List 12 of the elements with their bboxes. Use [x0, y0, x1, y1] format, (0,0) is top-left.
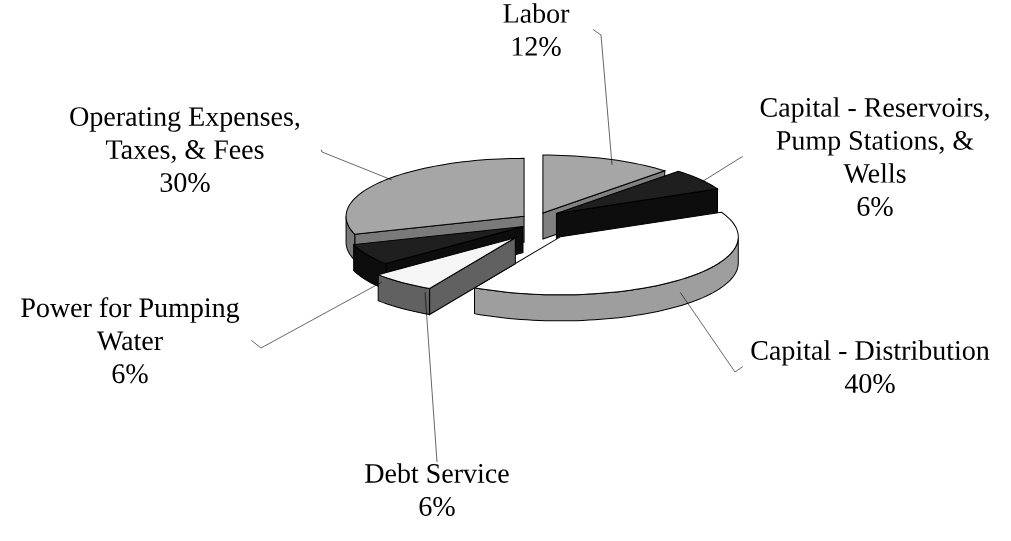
leader-line — [320, 149, 393, 181]
slice-label: Operating Expenses, Taxes, & Fees 30% — [70, 107, 300, 193]
slice-label: Capital - Distribution 40% — [751, 340, 990, 393]
pie-slice — [555, 170, 718, 241]
slice-label: Labor 12% — [503, 3, 570, 56]
slice-label: Power for Pumping Water 6% — [21, 297, 240, 384]
leader-line — [679, 291, 744, 373]
pie-slice — [474, 211, 739, 322]
slice-label: Capital - Reservoirs, Pump Stations, & Wells 6% — [760, 97, 989, 216]
pie-slice — [377, 237, 516, 316]
slice-label: Debt Service 6% — [365, 463, 509, 516]
leader-line — [424, 291, 438, 463]
